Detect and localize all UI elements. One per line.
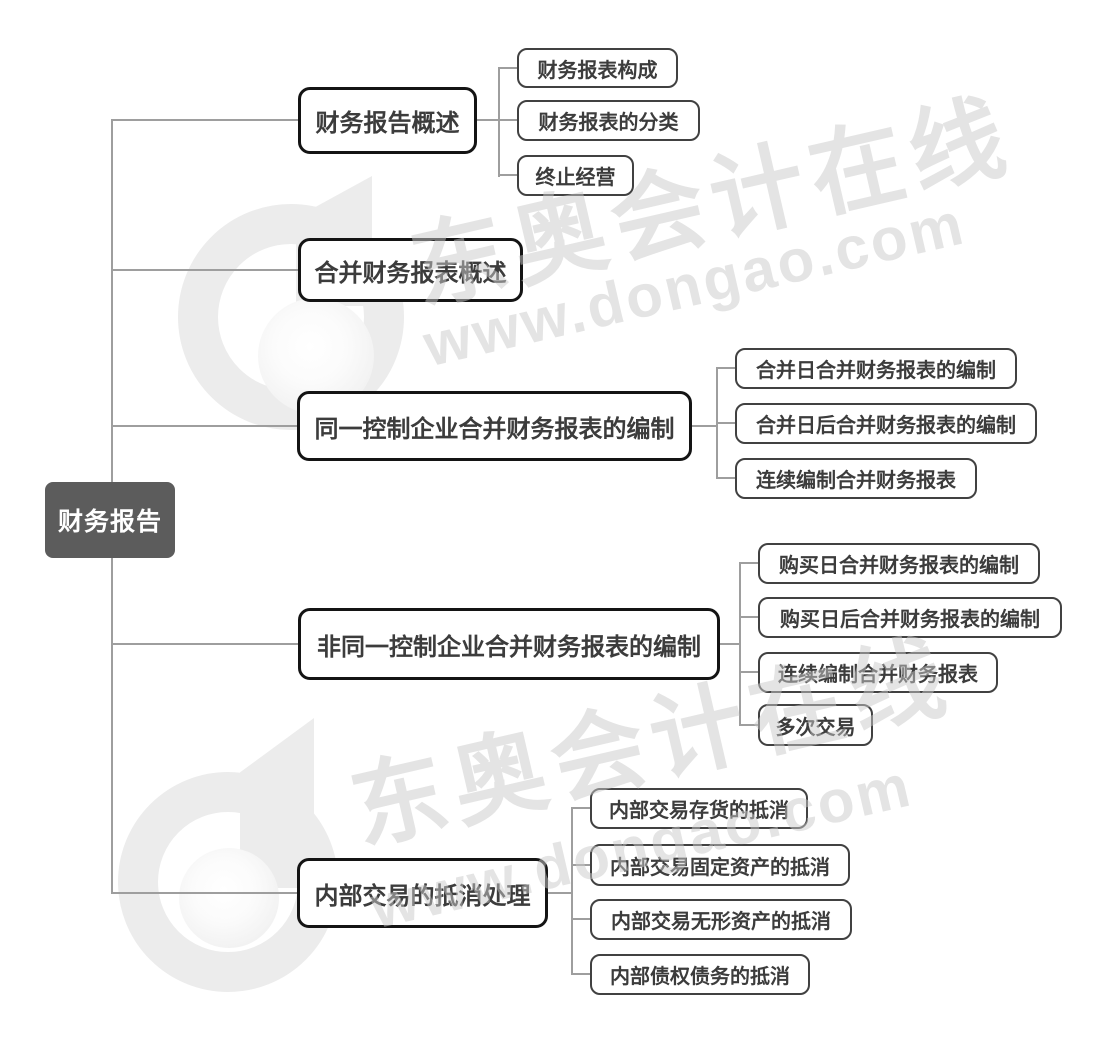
connector-line: [739, 616, 758, 618]
connector-line: [571, 973, 590, 975]
connector-line: [739, 562, 741, 726]
connector-line: [720, 643, 741, 645]
connector-line: [111, 425, 297, 427]
leaf-node: 内部交易存货的抵消: [590, 788, 808, 829]
d-logo-sphere: [179, 848, 279, 948]
connector-line: [571, 864, 590, 866]
branch-node-same-control: 同一控制企业合并财务报表的编制: [297, 391, 692, 461]
branch-node-internal-transactions: 内部交易的抵消处理: [297, 858, 548, 928]
connector-line: [498, 119, 517, 121]
connector-line: [111, 643, 298, 645]
connector-line: [498, 67, 500, 177]
connector-line: [571, 918, 590, 920]
leaf-node: 财务报表构成: [517, 48, 678, 88]
connector-line: [716, 367, 735, 369]
branch-node-non-same-control: 非同一控制企业合并财务报表的编制: [298, 608, 720, 680]
connector-line: [548, 892, 573, 894]
leaf-node: 合并日合并财务报表的编制: [735, 348, 1017, 389]
branch-node-consolidated-overview: 合并财务报表概述: [298, 238, 523, 302]
leaf-node: 终止经营: [517, 155, 634, 196]
leaf-node: 内部交易固定资产的抵消: [590, 844, 850, 886]
connector-line: [716, 477, 735, 479]
connector-line: [111, 269, 298, 271]
leaf-node: 购买日后合并财务报表的编制: [758, 597, 1062, 638]
connector-line: [477, 119, 499, 121]
connector-line: [571, 807, 590, 809]
connector-line: [692, 425, 718, 427]
leaf-node: 连续编制合并财务报表: [758, 652, 998, 693]
connector-line: [571, 807, 573, 975]
connector-line: [111, 892, 297, 894]
leaf-node: 内部债权债务的抵消: [590, 954, 810, 995]
leaf-node: 内部交易无形资产的抵消: [590, 899, 852, 940]
leaf-node: 连续编制合并财务报表: [735, 458, 977, 499]
connector-line: [739, 671, 758, 673]
leaf-node: 合并日后合并财务报表的编制: [735, 403, 1037, 444]
connector-line: [111, 119, 298, 121]
connector-line: [716, 422, 735, 424]
branch-node-overview: 财务报告概述: [298, 87, 477, 154]
connector-line: [739, 724, 758, 726]
root-node-financial-report: 财务报告: [45, 482, 175, 558]
connector-line: [498, 67, 517, 69]
leaf-node: 多次交易: [758, 704, 873, 746]
connector-line: [739, 562, 758, 564]
connector-line: [498, 174, 517, 176]
leaf-node: 购买日合并财务报表的编制: [758, 543, 1040, 584]
leaf-node: 财务报表的分类: [517, 100, 700, 141]
